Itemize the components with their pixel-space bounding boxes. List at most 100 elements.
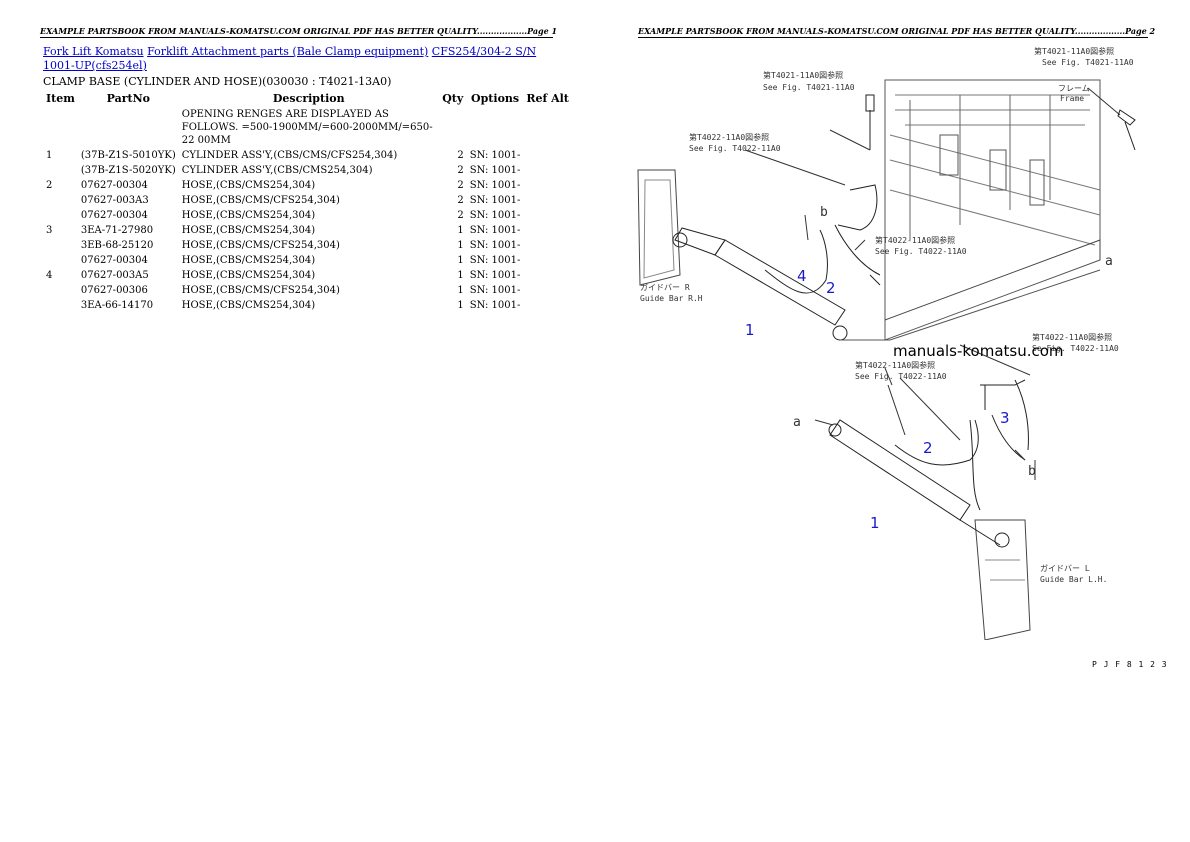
cell-refalt xyxy=(523,283,572,298)
cell-description: HOSE,(CBS/CMS254,304) xyxy=(181,270,316,281)
upper-hoses xyxy=(764,94,881,294)
pin-part xyxy=(1117,109,1136,151)
guide-bar-lh xyxy=(974,519,1031,640)
cell-description: CYLINDER ASS'Y,(CBS/CMS254,304) xyxy=(181,165,373,176)
breadcrumb-link-model[interactable]: CFS254/304-2 S/N 1001-UP(cfs254el) xyxy=(43,45,537,72)
cell-refalt xyxy=(523,178,572,193)
col-refalt: Ref Alt xyxy=(526,92,569,105)
guide-bar-rh-jp: ガイドバー R xyxy=(640,282,690,292)
cell-partno: 07627-00304 xyxy=(80,180,148,191)
cell-options: SN: 1001- xyxy=(469,165,521,176)
cell-item xyxy=(43,193,78,208)
ref-t4022-b-en: See Fig. T4022-11A0 xyxy=(875,247,967,256)
cell-qty: 2 xyxy=(457,165,464,176)
page-1-header: EXAMPLE PARTSBOOK FROM MANUALS-KOMATSU.C… xyxy=(40,26,558,38)
callout-2-bottom: 2 xyxy=(923,439,933,457)
watermark: manuals-komatsu.com xyxy=(893,342,1064,360)
cell-item xyxy=(43,208,78,223)
note-row: OPENING RENGES ARE DISPLAYED AS FOLLOWS.… xyxy=(43,107,572,148)
cell-options: SN: 1001- xyxy=(469,270,521,281)
ref-t4022-d-jp: 第T4022-11A0図参照 xyxy=(855,360,935,370)
table-row: 1(37B-Z1S-5010YK)CYLINDER ASS'Y,(CBS/CMS… xyxy=(43,148,572,163)
cell-item: 3 xyxy=(46,225,53,236)
cell-options: SN: 1001- xyxy=(469,255,521,266)
letter-a-upper: a xyxy=(1105,254,1113,269)
cell-qty: 1 xyxy=(457,240,464,251)
cell-description: CYLINDER ASS'Y,(CBS/CMS/CFS254,304) xyxy=(181,150,398,161)
breadcrumb-link-fork-lift[interactable]: Fork Lift Komatsu xyxy=(43,45,144,58)
cell-partno: 07627-00304 xyxy=(80,210,148,221)
cell-qty: 1 xyxy=(457,270,464,281)
cell-partno: (37B-Z1S-5020YK) xyxy=(80,165,176,176)
frame-assembly xyxy=(884,79,1101,341)
ref-t4022-c-jp: 第T4022-11A0図参照 xyxy=(1032,332,1112,342)
ref-t4022-c-en: Se Fig. T4022-11A0 xyxy=(1032,344,1119,353)
cell-description: HOSE,(CBS/CMS254,304) xyxy=(181,255,316,266)
cell-partno: 3EB-68-25120 xyxy=(80,240,154,251)
callout-1-top: 1 xyxy=(745,321,755,339)
cell-refalt xyxy=(523,298,572,313)
cell-refalt xyxy=(523,253,572,268)
cell-options: SN: 1001- xyxy=(469,240,521,251)
cell-qty: 2 xyxy=(457,150,464,161)
breadcrumb: Fork Lift Komatsu Forklift Attachment pa… xyxy=(43,45,543,73)
cell-options: SN: 1001- xyxy=(469,210,521,221)
cell-qty: 2 xyxy=(457,180,464,191)
cell-refalt xyxy=(523,238,572,253)
col-item: Item xyxy=(46,92,75,105)
cell-refalt xyxy=(523,193,572,208)
col-description: Description xyxy=(272,92,345,105)
frame-label-en: Frame xyxy=(1060,94,1084,103)
figure-code: P J F 8 1 2 3 xyxy=(1092,660,1168,669)
guide-bar-rh xyxy=(637,169,681,286)
cell-qty: 1 xyxy=(457,285,464,296)
cell-options: SN: 1001- xyxy=(469,180,521,191)
callout-4-top: 4 xyxy=(797,267,807,285)
exploded-parts-diagram: 第T4021-11A0図参照 See Fig. T4021-11A0 フレーム … xyxy=(637,46,1136,640)
col-options: Options xyxy=(471,92,520,105)
cell-partno: (37B-Z1S-5010YK) xyxy=(80,150,176,161)
cell-refalt xyxy=(523,163,572,178)
cell-options: SN: 1001- xyxy=(469,195,521,206)
callout-3-bottom: 3 xyxy=(1000,409,1010,427)
guide-bar-rh-en: Guide Bar R.H xyxy=(640,294,703,303)
cell-partno: 3EA-66-14170 xyxy=(80,300,154,311)
cell-description: HOSE,(CBS/CMS254,304) xyxy=(181,300,316,311)
ref-t4022-a-en: See Fig. T4022-11A0 xyxy=(689,144,781,153)
ref-t4021-top-en: See Fig. T4021-11A0 xyxy=(1042,58,1134,67)
ref-t4022-d-en: See Fig. T4022-11A0 xyxy=(855,372,947,381)
cell-partno: 3EA-71-27980 xyxy=(80,225,154,236)
ref-t4021-mid-en: See Fig. T4021-11A0 xyxy=(763,83,855,92)
cell-options: SN: 1001- xyxy=(469,150,521,161)
page-2-header: EXAMPLE PARTSBOOK FROM MANUALS-KOMATSU.C… xyxy=(638,26,1156,38)
lower-hoses xyxy=(894,379,1029,511)
leader-lines xyxy=(744,87,1121,480)
ref-t4021-mid-jp: 第T4021-11A0図参照 xyxy=(763,70,843,80)
opening-ranges-note: OPENING RENGES ARE DISPLAYED AS FOLLOWS.… xyxy=(181,109,433,146)
cell-options: SN: 1001- xyxy=(469,225,521,236)
cell-item xyxy=(43,283,78,298)
table-row: 07627-00304 HOSE,(CBS/CMS254,304) 2 SN: 100… xyxy=(43,208,572,223)
cell-qty: 2 xyxy=(457,210,464,221)
cell-item xyxy=(43,298,78,313)
guide-bar-lh-en: Guide Bar L.H. xyxy=(1040,575,1107,584)
cell-options: SN: 1001- xyxy=(469,285,521,296)
cell-refalt xyxy=(523,223,572,238)
cell-partno: 07627-003A5 xyxy=(80,270,149,281)
cell-description: HOSE,(CBS/CMS254,304) xyxy=(181,180,316,191)
ref-t4022-a-jp: 第T4022-11A0図参照 xyxy=(689,132,769,142)
cell-item xyxy=(43,238,78,253)
col-qty: Qty xyxy=(442,92,464,105)
breadcrumb-link-attachment-parts[interactable]: Forklift Attachment parts (Bale Clamp eq… xyxy=(147,45,429,58)
cell-description: HOSE,(CBS/CMS254,304) xyxy=(181,210,316,221)
ref-t4022-b-jp: 第T4022-11A0図参照 xyxy=(875,235,955,245)
callout-1-bottom: 1 xyxy=(870,514,880,532)
ref-t4021-top-jp: 第T4021-11A0図参照 xyxy=(1034,46,1114,56)
